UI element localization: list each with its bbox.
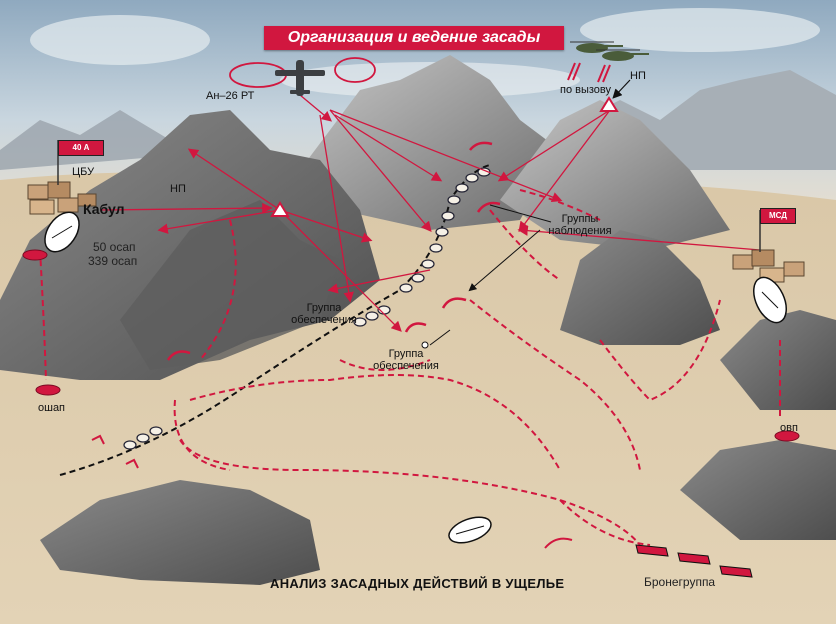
army-flag: 40 А (58, 140, 104, 156)
bottom-left-mound (40, 480, 320, 585)
observation-arcs (166, 141, 501, 361)
observation-label: Группы наблюдения (545, 213, 615, 237)
np-right-label: НП (630, 70, 646, 82)
observation-label-line1: Группы (561, 213, 599, 225)
helicopter-icons (570, 41, 649, 61)
map-caption: АНАЛИЗ ЗАСАДНЫХ ДЕЙСТВИЙ В УЩЕЛЬЕ (270, 576, 565, 591)
helicopter-arrows (567, 62, 611, 83)
city-label: Кабул (83, 201, 125, 217)
np-triangle-left (270, 201, 290, 217)
support-group-upper-label: Группа обеспечения (286, 302, 362, 326)
enemy-convoy (123, 167, 491, 450)
aircraft-label: Ан–26 РТ (206, 90, 255, 102)
command-links (99, 94, 761, 332)
observation-label-line2: наблюдения (548, 225, 612, 237)
far-right-rocks (720, 310, 836, 410)
np-left-label: НП (170, 183, 186, 195)
support-upper-line1: Группа (306, 302, 342, 314)
bottom-right-mound (680, 440, 836, 540)
support-lower-line2: обеспечения (373, 360, 439, 372)
armor-group-label: Броне­группа (644, 575, 716, 589)
ovp-label: овп (780, 422, 798, 434)
ambush-routes (39, 189, 781, 546)
np-triangle-right (599, 96, 619, 112)
map-title: Организация и ведение засады (264, 26, 564, 50)
right-hill (560, 230, 720, 345)
an26-aircraft-icon (275, 60, 325, 96)
support-group-lower-label: Группа обеспечения (368, 348, 444, 372)
unit-label-2: 339 осап (88, 254, 138, 268)
support-lower-line1: Группа (388, 348, 424, 360)
armor-group-icons (635, 544, 753, 578)
unit-label-1: 50 осап (93, 240, 136, 254)
support-upper-line2: обеспечения (291, 314, 357, 326)
division-flag: МСД (760, 208, 796, 224)
oshap-label: ошап (38, 402, 66, 414)
kabul-buildings (27, 181, 97, 215)
reserve-markers (22, 249, 800, 442)
on-call-label: по вызову (560, 84, 612, 96)
central-peak (300, 55, 560, 230)
hq-label: ЦБУ (72, 166, 95, 178)
right-peak (500, 100, 730, 250)
